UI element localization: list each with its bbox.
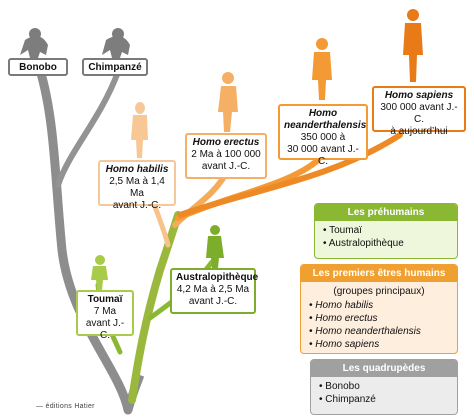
chimpanzee-silhouette bbox=[102, 28, 130, 58]
neander-name-1: Homo bbox=[308, 108, 338, 119]
legend-premiers-item: Homo neanderthalensis bbox=[309, 325, 451, 338]
erectus-name: Homo erectus bbox=[192, 137, 260, 148]
label-erectus: Homo erectus 2 Ma à 100 000 avant J.-C. bbox=[185, 133, 267, 179]
legend-prehumains-title: Les préhumains bbox=[315, 204, 457, 221]
legend-quadrupedes-item: Chimpanzé bbox=[319, 393, 451, 406]
legend-quadrupedes: Les quadrupèdes Bonobo Chimpanzé bbox=[310, 359, 458, 415]
orange-branch-sapiens bbox=[177, 132, 403, 218]
label-neanderthalensis: Homo neanderthalensis 350 000 à 30 000 a… bbox=[278, 104, 368, 167]
australopithecus-silhouette bbox=[206, 225, 224, 268]
erectus-silhouette bbox=[218, 72, 238, 132]
publisher-credit: — éditions Hatier bbox=[36, 403, 95, 410]
legend-quadrupedes-list: Bonobo Chimpanzé bbox=[311, 377, 457, 410]
toumai-dates-1: 7 Ma bbox=[93, 306, 117, 317]
toumai-dates-2: avant J.-C. bbox=[85, 318, 125, 341]
sapiens-dates-2: à aujourd’hui bbox=[390, 126, 448, 137]
australo-dates-2: avant J.-C. bbox=[188, 296, 238, 307]
grey-trunk bbox=[35, 65, 133, 415]
chimp-name: Chimpanzé bbox=[88, 62, 142, 73]
neander-dates-2: 30 000 avant J.-C. bbox=[287, 144, 359, 167]
sapiens-silhouette bbox=[403, 9, 423, 82]
legend-prehumains-item: Australopithèque bbox=[323, 237, 451, 250]
erectus-dates-2: avant J.-C. bbox=[201, 161, 251, 172]
sapiens-dates-1: 300 000 avant J.-C. bbox=[380, 102, 458, 125]
australo-name: Australopithèque bbox=[176, 272, 259, 283]
neander-dates-1: 350 000 à bbox=[300, 132, 346, 143]
green-stem bbox=[128, 211, 182, 404]
legend-prehumains-item: Toumaï bbox=[323, 224, 451, 237]
legend-premiers-humains: Les premiers êtres humains (groupes prin… bbox=[300, 264, 458, 354]
bonobo-name: Bonobo bbox=[19, 62, 57, 73]
legend-premiers-item: Homo sapiens bbox=[309, 338, 451, 351]
sapiens-name: Homo sapiens bbox=[384, 90, 454, 101]
legend-prehumains: Les préhumains Toumaï Australopithèque bbox=[314, 203, 458, 259]
label-habilis: Homo habilis 2,5 Ma à 1,4 Ma avant J.-C. bbox=[98, 160, 176, 211]
label-sapiens: Homo sapiens 300 000 avant J.-C. à aujou… bbox=[372, 86, 466, 137]
habilis-dates-1: 2,5 Ma à 1,4 Ma bbox=[109, 176, 165, 199]
habilis-silhouette bbox=[131, 102, 148, 158]
label-toumai: Toumaï 7 Ma avant J.-C. bbox=[76, 290, 134, 341]
toumai-silhouette bbox=[91, 255, 108, 290]
label-chimpanzee: Chimpanzé bbox=[82, 58, 148, 76]
legend-premiers-item: Homo habilis bbox=[309, 299, 451, 312]
label-australopithecus: Australopithèque 4,2 Ma à 2,5 Ma avant J… bbox=[170, 268, 259, 314]
bonobo-silhouette bbox=[20, 28, 48, 58]
legend-quadrupedes-title: Les quadrupèdes bbox=[311, 360, 457, 377]
australo-dates-1: 4,2 Ma à 2,5 Ma bbox=[176, 284, 250, 295]
legend-premiers-list: Homo habilis Homo erectus Homo neanderth… bbox=[301, 298, 457, 355]
habilis-dates-2: avant J.-C. bbox=[112, 200, 162, 211]
legend-prehumains-list: Toumaï Australopithèque bbox=[315, 221, 457, 254]
legend-premiers-title: Les premiers êtres humains bbox=[301, 265, 457, 282]
neanderthal-silhouette bbox=[312, 38, 332, 100]
label-bonobo: Bonobo bbox=[8, 58, 68, 76]
erectus-dates-1: 2 Ma à 100 000 bbox=[191, 149, 261, 160]
legend-quadrupedes-item: Bonobo bbox=[319, 380, 451, 393]
grey-branch-chimp bbox=[55, 69, 121, 188]
legend-premiers-item: Homo erectus bbox=[309, 312, 451, 325]
toumai-name: Toumaï bbox=[87, 294, 123, 305]
habilis-name: Homo habilis bbox=[105, 164, 169, 175]
legend-premiers-subtitle: (groupes principaux) bbox=[333, 286, 425, 297]
neander-name-2: neanderthalensis bbox=[284, 120, 367, 131]
